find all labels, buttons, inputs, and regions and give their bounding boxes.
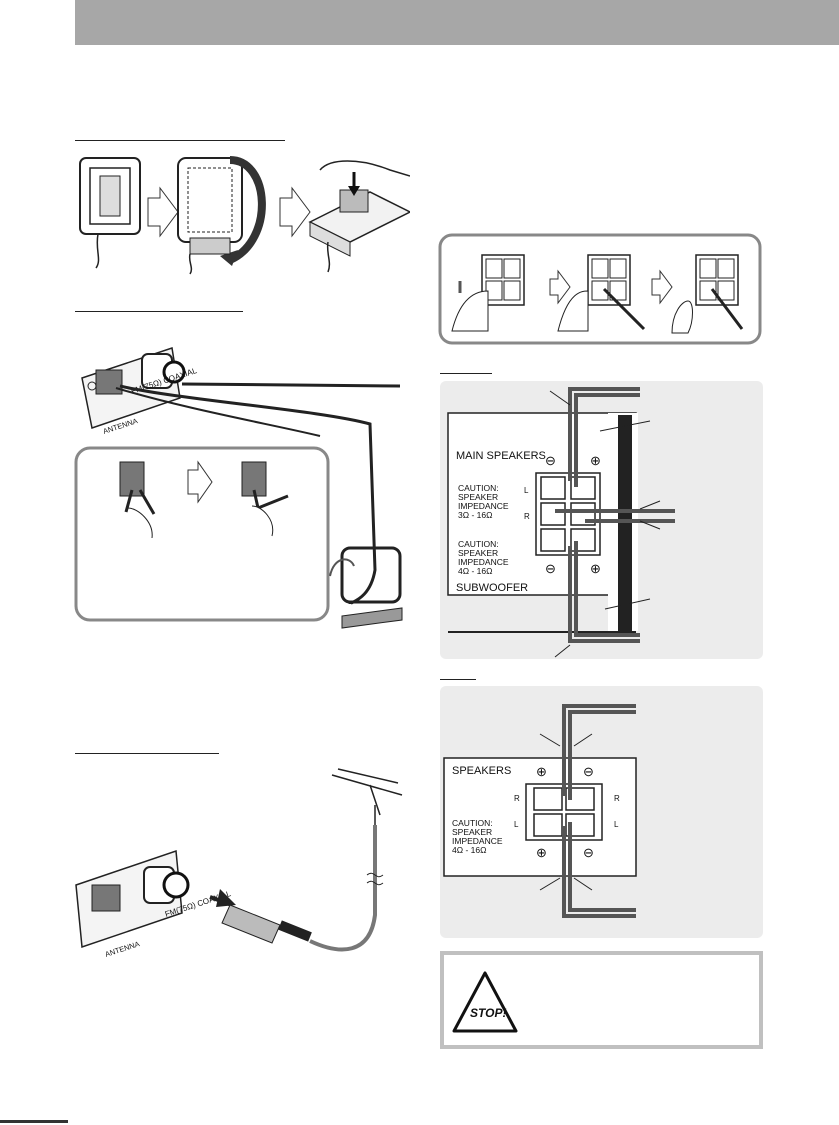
section-header-bar — [75, 0, 839, 45]
minus-bottom-b: ⊖ — [583, 845, 594, 860]
caution-a-4: 3Ω - 16Ω — [458, 510, 492, 520]
subwoofer-label: SUBWOOFER — [456, 582, 528, 594]
plus-bottom: ⊕ — [590, 561, 601, 576]
section-rule-4 — [440, 373, 492, 374]
plus-top-b: ⊕ — [536, 764, 547, 779]
section-rule-1 — [75, 140, 285, 141]
caution-b-3: IMPEDANCE — [452, 836, 503, 846]
caution-a-7: IMPEDANCE — [458, 557, 509, 567]
speaker-panel-b-figure: SPEAKERS ⊕ ⊖ ⊕ ⊖ R L R L CAUTION: SPEAKE… — [443, 704, 637, 918]
speaker-panel-a-figure: MAIN SPEAKERS CAUTION: SPEAKER IMPEDANCE… — [447, 387, 675, 658]
outdoor-antenna-figure: FM(75Ω) COAXIAL ANTENNA — [75, 768, 403, 959]
r-label: R — [524, 512, 530, 521]
caution-a-3: IMPEDANCE — [458, 501, 509, 511]
caution-a-6: SPEAKER — [458, 548, 498, 558]
section-rule-3 — [75, 753, 219, 754]
l-label: L — [524, 486, 529, 495]
section-rule-2 — [75, 311, 243, 312]
l-right-b: L — [614, 820, 619, 829]
caution-a-2: SPEAKER — [458, 492, 498, 502]
antenna-label-2: ANTENNA — [104, 939, 141, 959]
minus-bottom: ⊖ — [545, 561, 556, 576]
caution-b-4: 4Ω - 16Ω — [452, 845, 486, 855]
caution-a-5: CAUTION: — [458, 539, 499, 549]
page-footer-rule — [0, 1120, 68, 1123]
plus-bottom-b: ⊕ — [536, 845, 547, 860]
r-left-b: R — [514, 794, 520, 803]
minus-top: ⊖ — [545, 453, 556, 468]
speaker-terminal-steps-figure — [438, 233, 762, 345]
stop-warning-box: STOP! — [440, 951, 763, 1049]
caution-a-1: CAUTION: — [458, 483, 499, 493]
loop-antenna-assembly-figure — [79, 156, 410, 275]
minus-top-b: ⊖ — [583, 764, 594, 779]
caution-b-1: CAUTION: — [452, 818, 493, 828]
plus-top: ⊕ — [590, 453, 601, 468]
speakers-label: SPEAKERS — [452, 765, 511, 777]
main-speakers-line: MAIN SPEAKERS — [456, 450, 546, 462]
l-left-b: L — [514, 820, 519, 829]
caution-a-8: 4Ω - 16Ω — [458, 566, 492, 576]
section-rule-5 — [440, 679, 476, 680]
caution-b-2: SPEAKER — [452, 827, 492, 837]
r-right-b: R — [614, 794, 620, 803]
fm-wire-antenna-figure: FM(75Ω) COAXIAL ANTENNA — [74, 347, 403, 629]
stop-warning-icon: STOP! — [452, 971, 518, 1033]
stop-label: STOP! — [470, 1006, 506, 1020]
